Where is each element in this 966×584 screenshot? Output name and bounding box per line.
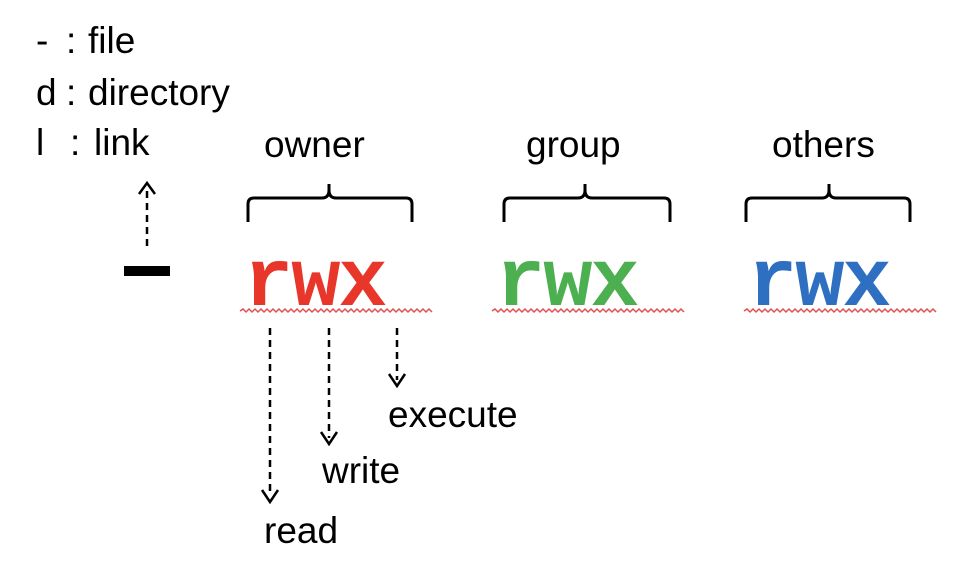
owner-brace	[246, 184, 414, 222]
owner-squiggle	[239, 307, 433, 314]
write-label: write	[322, 450, 401, 491]
others-squiggle	[743, 307, 937, 314]
type-dash-mark	[124, 266, 170, 276]
legend-file-sep: :	[66, 20, 77, 61]
others-brace	[744, 184, 912, 222]
type-arrow-head	[137, 180, 157, 195]
legend-directory-sep: :	[66, 72, 77, 113]
others-label: others	[772, 124, 875, 165]
legend-directory-label: directory	[88, 72, 230, 113]
legend-link-symbol: l	[36, 122, 45, 163]
legend-file-label: file	[88, 20, 136, 61]
group-label: group	[526, 124, 621, 165]
read-label: read	[264, 510, 339, 551]
execute-label: execute	[388, 394, 518, 435]
owner-label: owner	[264, 124, 365, 165]
execute-arrow-head	[387, 373, 407, 389]
write-arrow-head	[319, 431, 339, 447]
read-arrow-head	[260, 489, 280, 505]
legend-link-label: link	[94, 122, 150, 163]
legend-directory-symbol: d	[36, 72, 57, 113]
legend-link-sep: :	[70, 122, 81, 163]
group-squiggle	[491, 307, 685, 314]
group-brace	[502, 184, 672, 222]
legend-file-symbol: -	[36, 20, 49, 61]
